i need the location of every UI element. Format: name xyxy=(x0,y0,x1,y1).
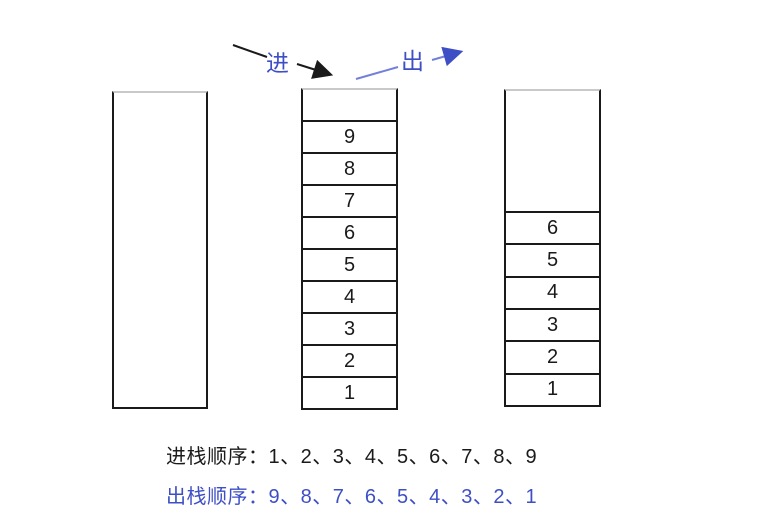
push-order-label: 进栈顺序： xyxy=(166,446,269,468)
stack-cell: 3 xyxy=(506,307,599,340)
stack-cell: 6 xyxy=(303,218,396,250)
push-order-caption: 进栈顺序：1、2、3、4、5、6、7、8、9 xyxy=(166,445,537,469)
stack-cell: 8 xyxy=(303,154,396,186)
pop-arrow-line-start xyxy=(355,66,399,80)
stack-cell: 2 xyxy=(303,346,396,378)
stack-cell: 5 xyxy=(506,243,599,275)
stack-cell: 4 xyxy=(303,282,396,314)
stack-cell: 5 xyxy=(303,250,396,282)
push-order-sequence: 1、2、3、4、5、6、7、8、9 xyxy=(268,446,538,468)
stack-cell: 1 xyxy=(343,381,356,404)
push-arrow-label: 进 xyxy=(266,50,289,76)
pop-arrow-label: 出 xyxy=(401,48,424,74)
pop-order-label: 出栈顺序： xyxy=(166,486,269,508)
push-arrow-line-start xyxy=(232,44,268,58)
stack-left-empty xyxy=(112,91,208,409)
pop-order-caption: 出栈顺序：9、8、7、6、5、4、3、2、1 xyxy=(166,485,537,509)
stack-cell: 3 xyxy=(303,314,396,346)
stack-cell: 2 xyxy=(506,340,599,372)
stack-cell: 6 xyxy=(506,211,599,243)
pop-arrow-line-end xyxy=(431,46,464,67)
push-arrow-line-end xyxy=(296,59,334,79)
stack-cell: 9 xyxy=(303,122,396,154)
stack-cell: 1 xyxy=(506,372,599,405)
pop-order-sequence: 9、8、7、6、5、4、3、2、1 xyxy=(268,486,538,508)
stack-cell xyxy=(303,90,396,122)
stack-cell: 7 xyxy=(303,186,396,218)
stack-empty-space xyxy=(506,91,599,211)
stack-cell: 4 xyxy=(506,275,599,308)
